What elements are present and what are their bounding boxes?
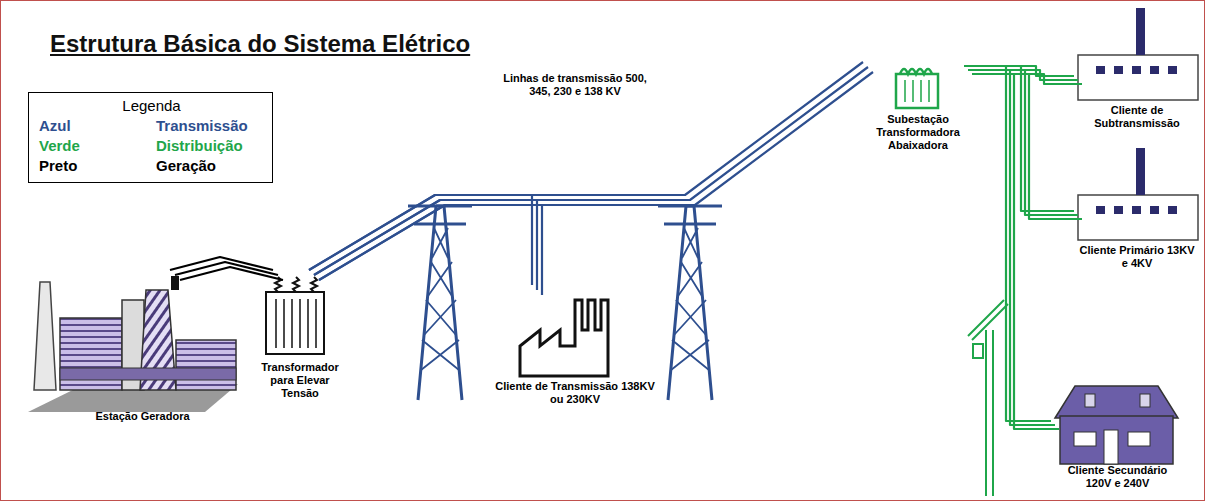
- wire-strand: [319, 205, 542, 295]
- step-up-transformer: [266, 277, 324, 354]
- factory-drawing: [1078, 8, 1198, 100]
- wire-strand: [309, 195, 532, 285]
- component-caption: Estação Geradora: [45, 410, 240, 423]
- component-caption: Subestação Transformadora Abaixadora: [868, 113, 968, 152]
- factory-drawing-part: [1136, 8, 1145, 55]
- component-caption: Cliente Secundário 120V e 240V: [1055, 464, 1180, 490]
- component-illustration: Subestação Transformadora Abaixadora: [868, 55, 968, 154]
- power-line: [964, 66, 1082, 219]
- power-plant-drawing-part: [34, 282, 56, 390]
- power-line-path: [314, 67, 868, 275]
- industrial-client-drawing-part: [520, 300, 608, 376]
- power-line-path: [175, 262, 278, 275]
- step-up-transformer-part: [293, 277, 299, 292]
- title-holder: Estrutura Básica do Sistema Elétrico: [50, 30, 470, 58]
- component-caption: Cliente de Subtransmissão: [1078, 104, 1196, 130]
- utility-pole-part: [968, 300, 1008, 340]
- house-drawing-part: [1085, 394, 1095, 407]
- house-drawing-part: [1055, 386, 1178, 418]
- utility-pole-part: [986, 330, 993, 496]
- utility-pole: [968, 300, 1008, 496]
- wire-strand: [309, 62, 863, 270]
- factory-drawing-part: [1150, 66, 1159, 74]
- component-illustration: Transformador para Elevar Tensão: [250, 275, 350, 402]
- wire-strand: [972, 74, 1059, 429]
- component-illustration: Cliente Primário 13KV e 4KV: [1078, 148, 1196, 272]
- factory-drawing-part: [1078, 55, 1198, 100]
- step-down-substation-part: [900, 69, 932, 74]
- legend-text: Transmissão: [156, 116, 264, 136]
- component-illustration: Estação Geradora: [45, 275, 240, 425]
- power-plant-drawing-part: [60, 368, 236, 380]
- factory-drawing-part: [1168, 66, 1177, 74]
- step-up-transformer-part: [266, 292, 324, 354]
- factory-drawing-part: [1114, 66, 1123, 74]
- transmission-tower-part: [418, 206, 462, 400]
- power-line: [309, 195, 542, 295]
- legend-color-word: Azul: [39, 116, 156, 136]
- factory-drawing-part: [1096, 66, 1105, 74]
- component-illustration: Cliente de Subtransmissão: [1078, 8, 1196, 132]
- wire-strand: [964, 66, 1051, 421]
- factory-drawing-part: [1132, 66, 1141, 74]
- power-plant-drawing-part: [171, 276, 179, 290]
- transmission-tower: [658, 206, 722, 400]
- legend-color-word: Verde: [39, 136, 156, 156]
- power-plant-drawing-part: [176, 340, 236, 390]
- component-caption: Cliente de Transmissão 138KV ou 230KV: [495, 380, 655, 406]
- power-line-path: [968, 70, 1055, 425]
- wire-strand: [972, 74, 1082, 219]
- utility-pole-part: [973, 344, 983, 358]
- component-caption: Transformador para Elevar Tensão: [250, 361, 350, 400]
- step-down-substation: [896, 69, 938, 108]
- step-up-transformer-part: [311, 277, 317, 292]
- label-holder: Linhas de transmissão 500, 345, 230 e 13…: [500, 72, 650, 98]
- step-up-transformer-part: [276, 299, 316, 348]
- legend-row: AzulTransmissão: [39, 116, 264, 136]
- component-illustration: Cliente de Transmissão 138KV ou 230KV: [495, 290, 655, 408]
- transmission-tower: [408, 206, 472, 400]
- factory-drawing: [1078, 148, 1198, 240]
- house-drawing-part: [1140, 394, 1150, 407]
- power-line-path: [968, 70, 1078, 215]
- component-illustration: Cliente Secundário 120V e 240V: [1055, 382, 1180, 492]
- transmission-tower-part: [421, 228, 459, 370]
- legend-row: PretoGeração: [39, 156, 264, 176]
- step-down-substation-part: [896, 74, 938, 108]
- power-line: [309, 62, 873, 280]
- step-down-substation-part: [905, 80, 929, 102]
- component-caption: Cliente Primário 13KV e 4KV: [1078, 244, 1196, 270]
- house-drawing-part: [1104, 430, 1118, 464]
- legend-text: Geração: [156, 156, 264, 176]
- house-drawing-part: [1060, 416, 1173, 464]
- house-drawing-part: [1074, 432, 1096, 446]
- wire-strand: [964, 66, 1074, 211]
- house-drawing-part: [1128, 432, 1150, 446]
- house-drawing: [1055, 386, 1178, 464]
- diagram-title: Estrutura Básica do Sistema Elétrico: [50, 30, 470, 58]
- legend-row: VerdeDistribuição: [39, 136, 264, 156]
- power-plant-drawing: [28, 276, 238, 412]
- power-line-path: [314, 200, 537, 290]
- legend-color-word: Preto: [39, 156, 156, 176]
- industrial-client-drawing: [520, 300, 608, 376]
- power-line: [964, 66, 1059, 429]
- line-label: Linhas de transmissão 500, 345, 230 e 13…: [500, 72, 650, 98]
- legend-text: Distribuição: [156, 136, 264, 156]
- legend-box: LegendaAzulTransmissãoVerdeDistribuiçãoP…: [28, 92, 273, 183]
- power-line: [170, 257, 283, 280]
- legend-heading: Legenda: [39, 96, 264, 116]
- wire-strand: [319, 72, 873, 280]
